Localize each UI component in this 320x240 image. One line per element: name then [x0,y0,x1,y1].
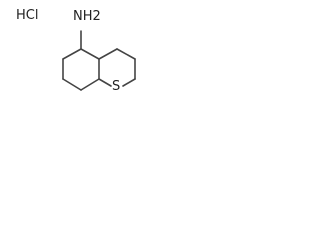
amine-label: NH2 [73,9,101,24]
bond [62,48,82,60]
bond [122,78,136,87]
bond [80,48,100,60]
bond [80,78,100,91]
bond [116,48,136,60]
bond [98,48,118,60]
hcl-label: HCl [16,8,38,23]
sulfur-label: S [112,79,120,94]
bond [98,78,112,87]
bond-lines [62,30,136,91]
structure-drawing: HCl NH2 S [16,8,136,94]
bond [62,78,82,91]
molecule-diagram: HCl NH2 S [0,0,188,116]
